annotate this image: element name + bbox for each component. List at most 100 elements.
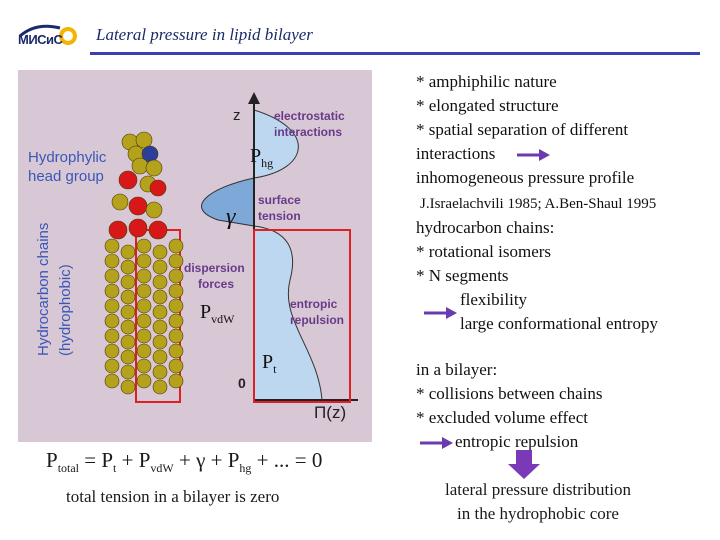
text-line: interactions: [416, 144, 496, 163]
lateral-pressure-diagram: z 0 Π(z) Hydrophylic head group Hydrocar…: [18, 70, 372, 442]
right-arrow-icon: [424, 307, 457, 319]
lipid-bead: [111, 193, 129, 211]
lipid-bead: [145, 201, 163, 219]
lipid-bead: [136, 373, 152, 389]
lipid-bead: [168, 283, 184, 299]
core-highlight-box: [253, 229, 351, 403]
lipid-bead: [104, 328, 120, 344]
lipid-bead: [120, 259, 136, 275]
lipid-bead: [152, 289, 168, 305]
lipid-bead: [136, 343, 152, 359]
lipid-bead: [152, 274, 168, 290]
gamma-symbol: γ: [226, 204, 236, 230]
lipid-bead: [104, 358, 120, 374]
logo-emblem-icon: [19, 24, 77, 45]
lipid-bead: [168, 328, 184, 344]
lipid-bead: [149, 179, 167, 197]
reference-text: J.Israelachvili 1985; A.Ben-Shaul 1995: [420, 196, 657, 212]
right-arrow-icon: [517, 149, 550, 161]
lipid-bead: [120, 304, 136, 320]
lipid-bead: [152, 349, 168, 365]
text-line: * spatial separation of different: [416, 120, 629, 139]
lipid-bead: [104, 343, 120, 359]
lipid-bead: [104, 238, 120, 254]
head-group-label: Hydrophylic head group: [28, 149, 111, 185]
lipid-bead: [152, 364, 168, 380]
lipid-bead: [136, 298, 152, 314]
lipid-bead: [104, 253, 120, 269]
text-line: hydrocarbon chains:: [416, 218, 555, 237]
lipid-bead: [120, 244, 136, 260]
lipid-bead: [152, 319, 168, 335]
lipid-bead: [104, 313, 120, 329]
lipid-bead: [128, 196, 148, 216]
lipid-bead: [168, 238, 184, 254]
text-line: * N segments: [416, 266, 509, 285]
lipid-bead: [108, 220, 128, 240]
pressure-profile-curve: [201, 109, 323, 401]
lipid-bead: [104, 373, 120, 389]
axis-pi-label: Π(z): [314, 403, 346, 422]
lipid-bead: [145, 159, 163, 177]
text-line: * excluded volume effect: [416, 408, 588, 427]
lipid-bead: [168, 343, 184, 359]
lipid-bead: [120, 274, 136, 290]
title-divider: [90, 52, 700, 55]
axis-z-label: z: [233, 107, 241, 124]
lipid-bead: [120, 364, 136, 380]
text-line: inhomogeneous pressure profile: [416, 168, 635, 187]
lipid-bead: [136, 283, 152, 299]
right-arrow-icon: [420, 437, 453, 449]
lipid-bead: [152, 379, 168, 395]
chains-hydrophobic-label: (hydrophobic): [57, 264, 74, 356]
chains-list: hydrocarbon chains: * rotational isomers…: [416, 216, 554, 288]
lipid-bead: [120, 349, 136, 365]
page-title: Lateral pressure in lipid bilayer: [96, 25, 313, 44]
text-line: * elongated structure: [416, 96, 559, 115]
lipid-bead: [104, 268, 120, 284]
lipid-bead: [131, 157, 149, 175]
lipid-bead: [120, 289, 136, 305]
misis-logo: МИСиС: [16, 22, 82, 52]
lipid-bead: [152, 334, 168, 350]
lipid-bead: [168, 358, 184, 374]
lipid-bead: [120, 334, 136, 350]
lipid-bead: [136, 358, 152, 374]
flexibility-text: flexibility: [460, 290, 528, 309]
text-line: * amphiphilic nature: [416, 72, 557, 91]
bilayer-list: in a bilayer: * collisions between chain…: [416, 358, 603, 430]
lipid-bead: [136, 253, 152, 269]
electrostatic-label: electrostatic interactions: [274, 109, 348, 139]
lipid-bead: [128, 218, 148, 238]
logo-text: МИСиС: [18, 32, 63, 47]
lipid-bead: [168, 298, 184, 314]
conclusion-text: lateral pressure distribution in the hyd…: [444, 480, 631, 523]
lipid-bead: [136, 268, 152, 284]
lipid-bead: [152, 244, 168, 260]
down-arrow-icon: [508, 450, 540, 479]
surface-tension-label: surface tension: [258, 193, 304, 223]
entropic-label: entropic repulsion: [290, 297, 344, 327]
text-line: * collisions between chains: [416, 384, 603, 403]
property-list: * amphiphilic nature * elongated structu…: [416, 70, 634, 190]
lipid-bead: [120, 379, 136, 395]
entropy-text: large conformational entropy: [460, 314, 658, 333]
dispersion-label: dispersion forces: [184, 261, 248, 291]
lipid-bead: [120, 319, 136, 335]
lipid-bead: [136, 328, 152, 344]
lipid-bead: [168, 268, 184, 284]
chains-label: Hydrocarbon chains: [35, 223, 52, 356]
lipid-bead: [168, 313, 184, 329]
zero-label: 0: [238, 375, 246, 391]
lipid-bead: [136, 238, 152, 254]
text-line: in a bilayer:: [416, 360, 498, 379]
lipid-bead: [118, 170, 138, 190]
lipid-bead: [104, 298, 120, 314]
lipid-bead: [136, 313, 152, 329]
lipid-bead: [152, 304, 168, 320]
lipid-bead: [135, 131, 153, 149]
lipid-bead: [152, 259, 168, 275]
equation-caption: total tension in a bilayer is zero: [66, 487, 280, 506]
lipid-bead: [168, 253, 184, 269]
lipid-molecules: [104, 131, 184, 395]
